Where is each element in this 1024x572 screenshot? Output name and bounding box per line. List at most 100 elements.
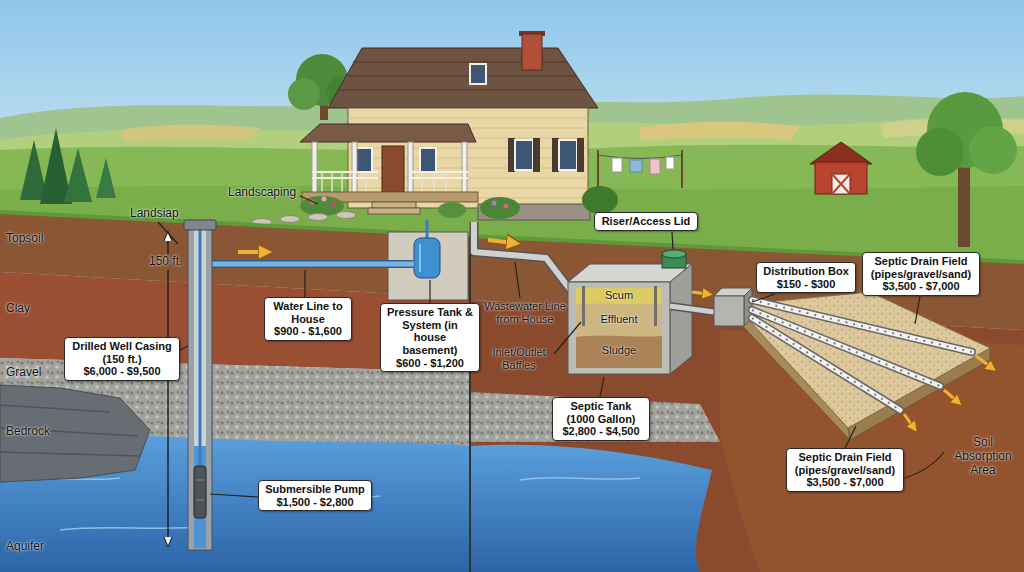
outlet-pipe — [670, 306, 714, 312]
part-name: Drilled Well Casing (150 ft.) — [70, 340, 174, 365]
bushes — [322, 197, 327, 202]
clothesline — [597, 150, 599, 188]
house — [522, 34, 542, 70]
house — [356, 148, 372, 172]
outlet-pipe — [670, 306, 714, 312]
house — [577, 138, 584, 172]
note-label: Landsiap — [130, 207, 179, 221]
house — [337, 62, 585, 90]
bushes — [438, 202, 466, 218]
leader-line — [672, 232, 673, 249]
part-name: Pressure Tank & System (in house basemen… — [386, 306, 474, 357]
leader-line — [554, 322, 581, 354]
barn — [810, 142, 872, 164]
house — [352, 142, 357, 194]
house — [382, 146, 404, 192]
pine-trees — [64, 148, 92, 202]
dimension-line — [167, 232, 169, 546]
drain-pipes — [752, 300, 972, 410]
clothesline — [681, 150, 683, 188]
wastewater-pipe — [474, 222, 572, 292]
leader-line — [845, 426, 856, 448]
house — [408, 142, 413, 194]
part-label: Wastewater Line from House — [484, 300, 566, 325]
house — [368, 208, 420, 214]
leader-line — [300, 196, 318, 204]
area-label: Soil Absorption Area — [950, 436, 1016, 477]
leader-line — [600, 377, 604, 397]
clothesline — [650, 159, 660, 174]
leader-line — [752, 294, 775, 302]
house — [300, 31, 598, 220]
flow-arrow — [904, 414, 914, 428]
bedrock — [0, 405, 140, 456]
septic-tank — [576, 304, 662, 337]
part-name: Submersible Pump — [264, 483, 366, 496]
tank-zone-label: Scum — [576, 289, 662, 302]
price-range: $6,000 - $9,500 — [70, 365, 174, 378]
big-tree — [958, 165, 970, 247]
septic-tank — [568, 282, 670, 374]
barn — [832, 174, 850, 194]
part-name: Riser/Access Lid — [600, 215, 692, 228]
note-label: Landscaping — [228, 186, 296, 200]
submersible-pump — [196, 480, 204, 481]
part-name: Water Line to House — [270, 300, 346, 325]
barn — [815, 162, 867, 194]
price-range: $600 - $1,200 — [386, 357, 474, 370]
well-casing — [188, 228, 212, 550]
bushes — [300, 186, 618, 219]
flow-arrow — [238, 250, 266, 254]
big-tree — [969, 126, 1017, 174]
bushes — [332, 202, 337, 207]
leader-line — [158, 196, 944, 497]
part-label: Inlet/Outlet Baffles — [486, 346, 552, 371]
basement — [419, 244, 421, 272]
drain-field-bed — [735, 292, 990, 440]
bedrock — [0, 385, 150, 482]
wastewater-pipe — [474, 222, 572, 292]
septic-tank — [576, 288, 662, 368]
drain-pipes — [752, 300, 972, 410]
water-line — [212, 262, 414, 267]
section-divider — [470, 236, 471, 572]
barn — [810, 142, 872, 194]
septic-tank — [670, 264, 692, 374]
price-range: $3,500 - $7,000 — [868, 280, 974, 293]
tree — [288, 78, 320, 110]
leader-line — [915, 296, 920, 324]
part-name: Distribution Box — [762, 265, 850, 278]
septic-tank — [654, 286, 657, 326]
outlet-pipe — [670, 306, 714, 312]
dimension-label: 150 ft. — [146, 254, 185, 270]
submersible-pump — [196, 500, 204, 501]
tank-zone-label: Effluent — [576, 313, 662, 326]
hills — [120, 125, 260, 143]
pine-trees — [96, 158, 116, 198]
water-line — [212, 264, 414, 265]
submersible-pump — [194, 466, 206, 518]
flow-arrow — [692, 292, 708, 294]
part-name: Septic Drain Field (pipes/gravel/sand) — [792, 451, 898, 476]
callout-box: Septic Tank (1000 Gallon)$2,800 - $4,500 — [552, 397, 650, 441]
callout-box: Water Line to House$900 - $1,600 — [264, 297, 352, 341]
distribution-box — [714, 296, 744, 326]
well-casing — [184, 220, 216, 550]
layer-label: Bedrock — [6, 425, 50, 439]
layer-label: Aquifer — [6, 540, 44, 554]
clothesline — [630, 160, 642, 172]
big-tree — [916, 92, 1017, 247]
septic-tank — [576, 288, 662, 305]
callout-box: Submersible Pump$1,500 - $2,800 — [258, 480, 372, 511]
tank-zone-label: Sludge — [576, 344, 662, 357]
septic-tank — [568, 264, 692, 374]
clothesline — [666, 157, 674, 169]
price-range: $2,800 - $4,500 — [558, 425, 644, 438]
house — [312, 172, 468, 178]
riser-lid — [662, 250, 686, 268]
basement — [426, 220, 429, 240]
well-casing — [199, 230, 202, 466]
well-casing — [194, 228, 206, 548]
clothesline — [598, 150, 682, 188]
